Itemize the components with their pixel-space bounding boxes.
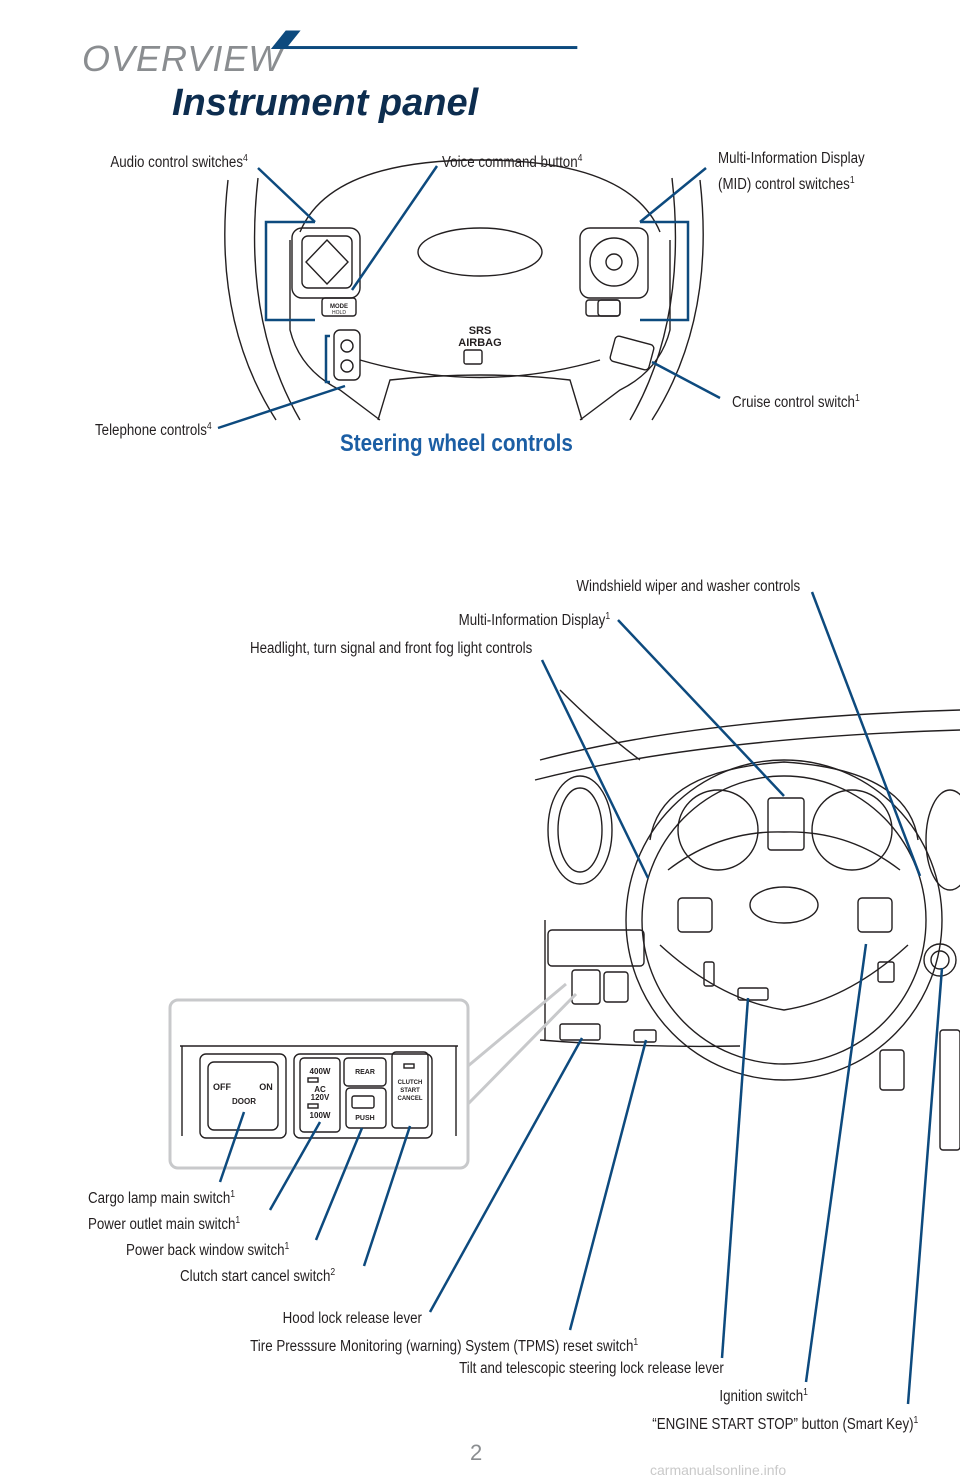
mid-switch-label-line2: (MID) control switches1 (718, 175, 855, 194)
srs-text: SRS (469, 325, 492, 337)
cargo-label: Cargo lamp main switch1 (88, 1189, 236, 1208)
steering-wheel-diagram: SRS AIRBAG MODE HOLD (217, 159, 721, 430)
inset-cancel-text: CANCEL (398, 1096, 423, 1102)
airbag-text: AIRBAG (458, 337, 501, 349)
mid-switch-label-line1: Multi-Information Display (718, 150, 865, 167)
hood-label: Hood lock release lever (282, 1310, 422, 1327)
inset-push-text: PUSH (355, 1115, 374, 1122)
inset-off-text: OFF (213, 1082, 231, 1092)
inset-clutch-text: CLUTCH (398, 1080, 423, 1086)
inset-rear-text: REAR (355, 1069, 375, 1076)
inset-120v-text: 120V (311, 1093, 330, 1102)
clutch-label: Clutch start cancel switch2 (180, 1267, 336, 1286)
headlight-label: Headlight, turn signal and front fog lig… (249, 640, 532, 657)
tilt-label: Tilt and telescopic steering lock releas… (459, 1360, 724, 1377)
audio-label: Audio control switches4 (110, 153, 248, 172)
inset-start-text: START (400, 1088, 420, 1094)
inset-ac-text: AC (314, 1085, 326, 1094)
telephone-label: Telephone controls4 (95, 421, 212, 440)
inset-400w-text: 400W (310, 1067, 331, 1076)
title-bar-graphic (270, 30, 578, 50)
inset-100w-text: 100W (310, 1111, 331, 1120)
tpms-label: Tire Presssure Monitoring (warning) Syst… (250, 1337, 638, 1356)
steering-subheading: Steering wheel controls (340, 430, 573, 457)
page-title: Instrument panel (172, 82, 479, 124)
wiper-label: Windshield wiper and washer controls (576, 578, 800, 595)
voice-label: Voice command button4 (442, 153, 583, 172)
section-label: OVERVIEW (82, 38, 284, 79)
inset-on-text: ON (259, 1082, 273, 1092)
power-outlet-label: Power outlet main switch1 (88, 1215, 241, 1234)
back-window-label: Power back window switch1 (126, 1241, 290, 1260)
watermark: carmanualsonline.info (650, 1462, 787, 1478)
page-number: 2 (470, 1440, 483, 1465)
hold-text: HOLD (332, 310, 346, 316)
mid-display-label: Multi-Information Display1 (458, 611, 610, 630)
cruise-label: Cruise control switch1 (732, 393, 860, 412)
mode-text: MODE (330, 304, 348, 310)
engine-start-label: “ENGINE START STOP” button (Smart Key)1 (651, 1415, 918, 1434)
ignition-label: Ignition switch1 (719, 1387, 808, 1406)
inset-door-text: DOOR (232, 1097, 256, 1106)
